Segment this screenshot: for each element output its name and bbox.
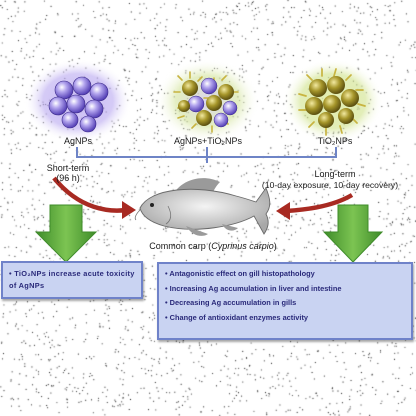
long-term-down-arrow [322, 204, 384, 263]
long-term-finding: • Increasing Ag accumulation in liver an… [165, 283, 342, 293]
short-term-arrow [52, 176, 136, 219]
carp-fish [134, 178, 271, 236]
long-term-duration: (10-day exposure, 10-day recovery) [261, 180, 399, 190]
long-term-label: Long-term [314, 169, 356, 179]
organism-close-paren: ) [273, 241, 277, 251]
long-term-finding: • Change of antioxidant enzymes activity [165, 312, 309, 322]
mixture-label: AgNPs+TiO₂NPs [174, 136, 242, 146]
long-term-finding: • Decreasing Ag accumulation in gills [165, 298, 297, 307]
short-term-finding: • TiO₂NPs increase acute toxicity of AgN… [9, 269, 135, 290]
mixture-cluster [173, 71, 239, 133]
organism-label: Common carp (Cyprinus carpio) [118, 241, 308, 251]
group-bracket [76, 147, 337, 163]
long-term-finding: • Antagonistic effect on gill histopatho… [165, 269, 315, 278]
long-term-findings-box: • Antagonistic effect on gill histopatho… [157, 262, 413, 340]
short-term-duration: (96 h) [56, 173, 80, 183]
tio2-cluster [298, 68, 366, 136]
agnps-label: AgNPs [63, 136, 92, 146]
short-term-down-arrow [34, 204, 98, 263]
agnps-cluster [48, 76, 109, 133]
organism-common-name: Common carp ( [149, 241, 212, 251]
tio2-label: TiO₂NPs [317, 136, 353, 146]
organism-latin-name: Cyprinus carpio [211, 241, 274, 251]
short-term-label: Short-term [46, 163, 90, 173]
short-term-findings-box: • TiO₂NPs increase acute toxicity of AgN… [1, 261, 143, 299]
long-term-arrow [276, 193, 354, 220]
